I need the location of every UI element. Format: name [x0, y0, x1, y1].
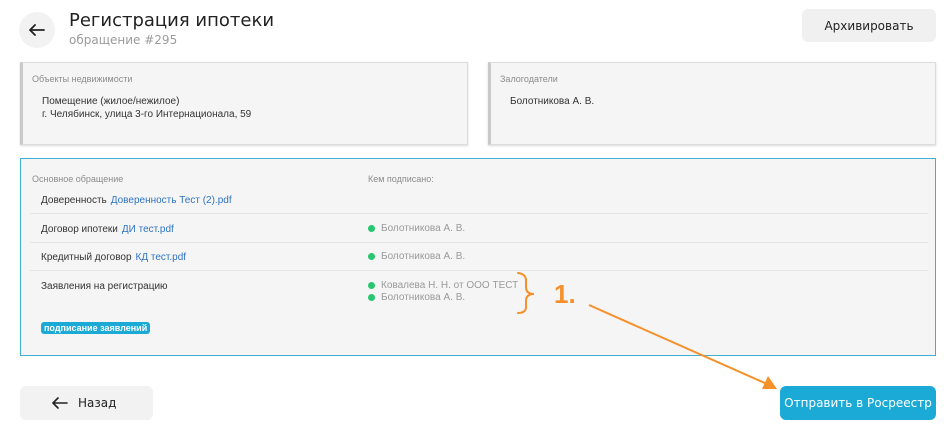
- signed-status-dot: [368, 294, 375, 301]
- column-header-request: Основное обращение: [32, 174, 124, 184]
- page-title: Регистрация ипотеки: [69, 10, 275, 31]
- signer-registration-1: Ковалева Н. Н. от ООО ТЕСТ: [368, 280, 518, 291]
- annotation-label: 1.: [554, 279, 576, 309]
- real-estate-card-label: Объекты недвижимости: [32, 74, 133, 84]
- row-divider: [30, 270, 928, 271]
- doc-label: Заявления на регистрацию: [41, 281, 168, 292]
- main-request-card: Основное обращение Кем подписано: Довере…: [20, 158, 936, 356]
- doc-label: Кредитный договор: [41, 252, 132, 263]
- doc-label: Доверенность: [41, 195, 107, 206]
- signed-status-dot: [368, 253, 375, 260]
- column-header-signed: Кем подписано:: [368, 174, 434, 184]
- pledgers-card: Залогодатели Болотникова А. В.: [488, 62, 936, 145]
- row-divider: [30, 242, 928, 243]
- doc-link-power-of-attorney[interactable]: Доверенность Тест (2).pdf: [110, 195, 232, 206]
- real-estate-type: Помещение (жилое/нежилое): [42, 96, 180, 107]
- row-divider: [30, 213, 928, 214]
- signing-statements-tag[interactable]: подписание заявлений: [41, 322, 151, 334]
- arrow-left-icon: [29, 24, 45, 36]
- pledger-name: Болотникова А. В.: [510, 96, 595, 107]
- signer-credit-contract: Болотникова А. В.: [368, 251, 465, 262]
- annotation-arrow-head: [762, 376, 777, 389]
- doc-link-credit-contract[interactable]: КД тест.pdf: [135, 252, 187, 263]
- back-button[interactable]: Назад: [20, 386, 153, 420]
- real-estate-address: г. Челябинск, улица 3-го Интернационала,…: [42, 109, 252, 120]
- pledgers-card-label: Залогодатели: [500, 74, 558, 84]
- signer-mortgage-contract: Болотникова А. В.: [368, 223, 465, 234]
- signer-registration-2: Болотникова А. В.: [368, 292, 465, 303]
- page-subtitle: обращение #295: [69, 33, 178, 47]
- signed-status-dot: [368, 282, 375, 289]
- arrow-left-icon: [52, 397, 68, 409]
- real-estate-card: Объекты недвижимости Помещение (жилое/не…: [20, 62, 468, 145]
- signed-status-dot: [368, 225, 375, 232]
- submit-to-rosreestr-button[interactable]: Отправить в Росреестр: [780, 386, 936, 420]
- header-back-button[interactable]: [19, 12, 55, 48]
- doc-label: Договор ипотеки: [41, 224, 118, 235]
- back-button-label: Назад: [78, 396, 117, 410]
- archive-button[interactable]: Архивировать: [802, 9, 936, 42]
- doc-row-registration-statements: Заявления на регистрацию: [41, 281, 168, 292]
- doc-link-mortgage-contract[interactable]: ДИ тест.pdf: [121, 224, 174, 235]
